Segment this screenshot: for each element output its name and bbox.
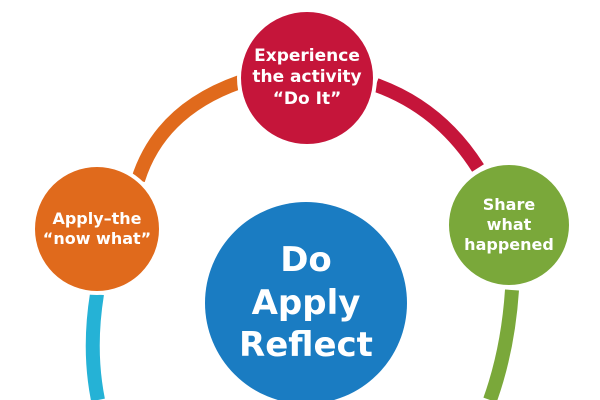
center-label: Do Apply Reflect [239,240,373,366]
arc-experience-to-share [373,78,484,172]
experience-label: Experience the activity “Do It” [252,46,362,109]
arc-share-to-bottom [483,289,519,400]
center-circle: Do Apply Reflect [205,202,407,400]
apply-label: Apply–the “now what” [42,209,152,248]
experience-circle: Experience the activity “Do It” [237,8,377,148]
arc-apply-to-experience [131,75,243,183]
apply-circle: Apply–the “now what” [31,163,163,295]
share-circle: Share what happened [445,161,573,289]
share-label: Share what happened [464,195,554,254]
arc-bottom-to-apply [85,292,105,400]
